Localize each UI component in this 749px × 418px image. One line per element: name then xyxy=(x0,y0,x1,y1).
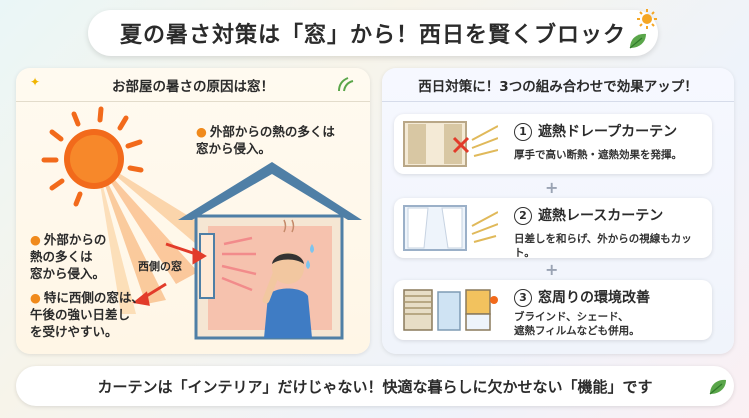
bullet-icon: ● xyxy=(30,232,41,247)
card-title: 2 遮熱レースカーテン xyxy=(514,205,663,225)
card-desc: ブラインド、シェード、 遮熱フィルムなども併用。 xyxy=(514,311,640,338)
leaf-icon xyxy=(709,379,726,395)
bullet-icon: ● xyxy=(30,290,41,305)
sparkle-icon: ✦ xyxy=(30,75,41,89)
blind-shade-film-icon xyxy=(403,289,498,331)
cause-panel-heading: お部屋の暑さの原因は窓！ xyxy=(16,68,370,102)
card-title-text: 遮熱ドレープカーテン xyxy=(538,124,678,140)
card-number: 3 xyxy=(514,289,532,307)
sun-icon xyxy=(637,9,657,29)
note-left-2-text: 特に西側の窓は、 午後の強い日差し を受けやすい。 xyxy=(30,290,144,339)
house-illustration xyxy=(41,106,362,340)
card-number: 2 xyxy=(514,207,532,225)
note-top: ●外部からの熱の多くは 窓から侵入。 xyxy=(196,124,335,158)
card-desc: 厚手で高い断熱・遮熱効果を発揮。 xyxy=(514,149,682,161)
note-top-text: 外部からの熱の多くは 窓から侵入。 xyxy=(196,124,335,156)
solution-panel-heading: 西日対策に！3つの組み合わせで効果アップ！ xyxy=(382,68,734,102)
card-title: 3 窓周りの環境改善 xyxy=(514,287,650,307)
card-drape-curtain: 1 遮熱ドレープカーテン 厚手で高い断熱・遮熱効果を発揮。 xyxy=(394,114,712,174)
lace-curtain-icon xyxy=(403,205,498,251)
page-title: 夏の暑さ対策は「窓」から！西日を賢くブロック xyxy=(88,10,658,56)
note-left-1-text: 外部からの 熱の多くは 窓から侵入。 xyxy=(30,232,107,281)
plus-sign: + xyxy=(545,260,559,279)
card-desc: 日差しを和らげ、外からの視線もカット。 xyxy=(514,233,692,260)
note-left-2: ●特に西側の窓は、 午後の強い日差し を受けやすい。 xyxy=(30,290,144,341)
grass-icon xyxy=(338,77,354,92)
card-window-improve: 3 窓周りの環境改善 ブラインド、シェード、 遮熱フィルムなども併用。 xyxy=(394,280,712,340)
plus-sign: + xyxy=(545,178,559,197)
card-title-text: 窓周りの環境改善 xyxy=(538,290,650,306)
footer-message: カーテンは「インテリア」だけじゃない！快適な暮らしに欠かせない「機能」です xyxy=(16,366,734,406)
card-title-text: 遮熱レースカーテン xyxy=(538,208,664,224)
card-number: 1 xyxy=(514,123,532,141)
window-label: 西側の窓 xyxy=(138,260,182,273)
bullet-icon: ● xyxy=(196,124,207,139)
sun-icon xyxy=(41,106,144,207)
drape-curtain-icon xyxy=(403,121,498,167)
note-left-1: ●外部からの 熱の多くは 窓から侵入。 xyxy=(30,232,106,283)
card-title: 1 遮熱ドレープカーテン xyxy=(514,121,677,141)
card-lace-curtain: 2 遮熱レースカーテン 日差しを和らげ、外からの視線もカット。 xyxy=(394,198,712,260)
leaf-icon xyxy=(629,33,646,49)
